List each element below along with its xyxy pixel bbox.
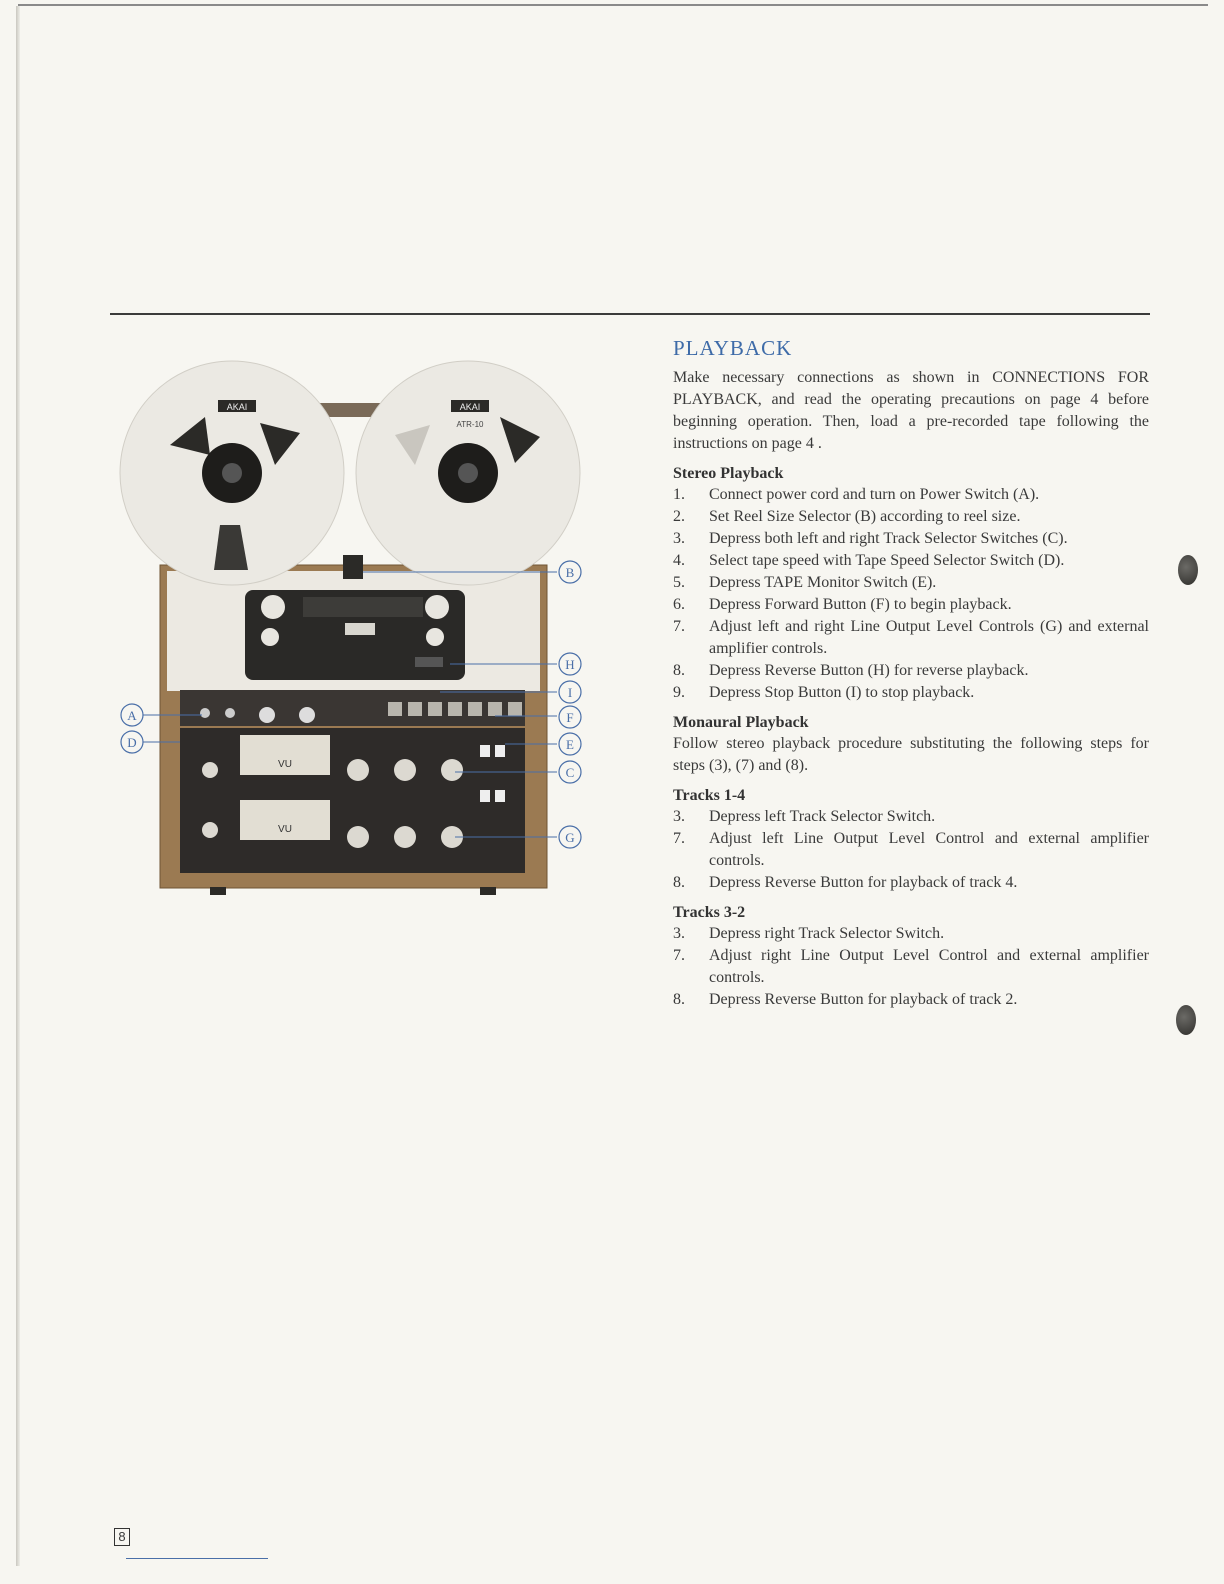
callout-f <box>558 705 582 729</box>
list-item: 2.Set Reel Size Selector (B) according t… <box>673 508 1021 525</box>
callout-e-letter: E <box>566 737 574 752</box>
callout-a <box>120 703 144 727</box>
callout-f-letter: F <box>566 710 573 725</box>
callout-i-letter: I <box>568 685 572 700</box>
list-item: 1.Connect power cord and turn on Power S… <box>673 486 1040 503</box>
callout-i <box>558 680 582 704</box>
bottom-rule <box>126 1558 268 1559</box>
callout-c <box>558 760 582 784</box>
callout-h <box>558 652 582 676</box>
tracks-1-4-heading: Tracks 1-4 <box>673 787 746 804</box>
tracks-1-4-steps: 3.Depress left Track Selector Switch. 7.… <box>673 806 1149 894</box>
list-item: 3.Depress left Track Selector Switch. <box>673 808 936 825</box>
playback-section: PLAYBACK Make necessary connections as s… <box>673 336 1149 1011</box>
monaural-paragraph: Follow stereo playback procedure substit… <box>673 735 1149 774</box>
list-item: 4.Select tape speed with Tape Speed Sele… <box>673 552 1065 569</box>
section-rule <box>110 313 1150 315</box>
top-rule <box>18 4 1208 6</box>
tape-deck-photo: AKAI AKAI ATR-10 VU VU <box>110 355 590 900</box>
vu-meter-label-top: VU <box>278 759 292 770</box>
brand-left: AKAI <box>227 402 248 412</box>
page-number: 8 <box>114 1528 130 1546</box>
list-item: 9.Depress Stop Button (I) to stop playba… <box>673 684 975 701</box>
list-item: 8.Depress Reverse Button (H) for reverse… <box>673 662 1029 679</box>
callout-b <box>558 560 582 584</box>
binder-hole-mark <box>1176 1005 1196 1035</box>
list-item: 6.Depress Forward Button (F) to begin pl… <box>673 596 1012 613</box>
tracks-3-2-heading: Tracks 3-2 <box>673 904 746 921</box>
stereo-heading: Stereo Playback <box>673 465 784 482</box>
list-item: 3.Depress right Track Selector Switch. <box>673 925 945 942</box>
callout-d-letter: D <box>127 735 136 750</box>
callout-e <box>558 732 582 756</box>
brand-right: AKAI <box>460 402 481 412</box>
callout-h-letter: H <box>565 657 574 672</box>
model-label: ATR-10 <box>457 420 485 429</box>
section-title: PLAYBACK <box>673 336 793 360</box>
callout-d <box>120 730 144 754</box>
list-item: 7.Adjust right Line Output Level Control… <box>673 947 1149 986</box>
right-reel <box>355 360 581 586</box>
stereo-steps: 1.Connect power cord and turn on Power S… <box>673 484 1149 704</box>
callout-b-letter: B <box>566 565 575 580</box>
list-item: 3.Depress both left and right Track Sele… <box>673 530 1068 547</box>
vu-meter-label-bottom: VU <box>278 824 292 835</box>
callout-g-letter: G <box>565 830 574 845</box>
list-item: 7.Adjust left Line Output Level Control … <box>673 830 1149 869</box>
list-item: 8.Depress Reverse Button for playback of… <box>673 991 1018 1008</box>
tracks-3-2-steps: 3.Depress right Track Selector Switch. 7… <box>673 923 1149 1011</box>
callout-g <box>558 825 582 849</box>
intro-paragraph: Make necessary connections as shown in C… <box>673 369 1149 452</box>
callout-a-letter: A <box>127 708 137 723</box>
page-binding-edge <box>16 6 20 1566</box>
list-item: 7.Adjust left and right Line Output Leve… <box>673 618 1149 657</box>
callout-c-letter: C <box>566 765 575 780</box>
binder-hole-mark <box>1178 555 1198 585</box>
left-reel <box>119 360 345 586</box>
monaural-heading: Monaural Playback <box>673 714 809 731</box>
list-item: 5.Depress TAPE Monitor Switch (E). <box>673 574 937 591</box>
list-item: 8.Depress Reverse Button for playback of… <box>673 874 1018 891</box>
